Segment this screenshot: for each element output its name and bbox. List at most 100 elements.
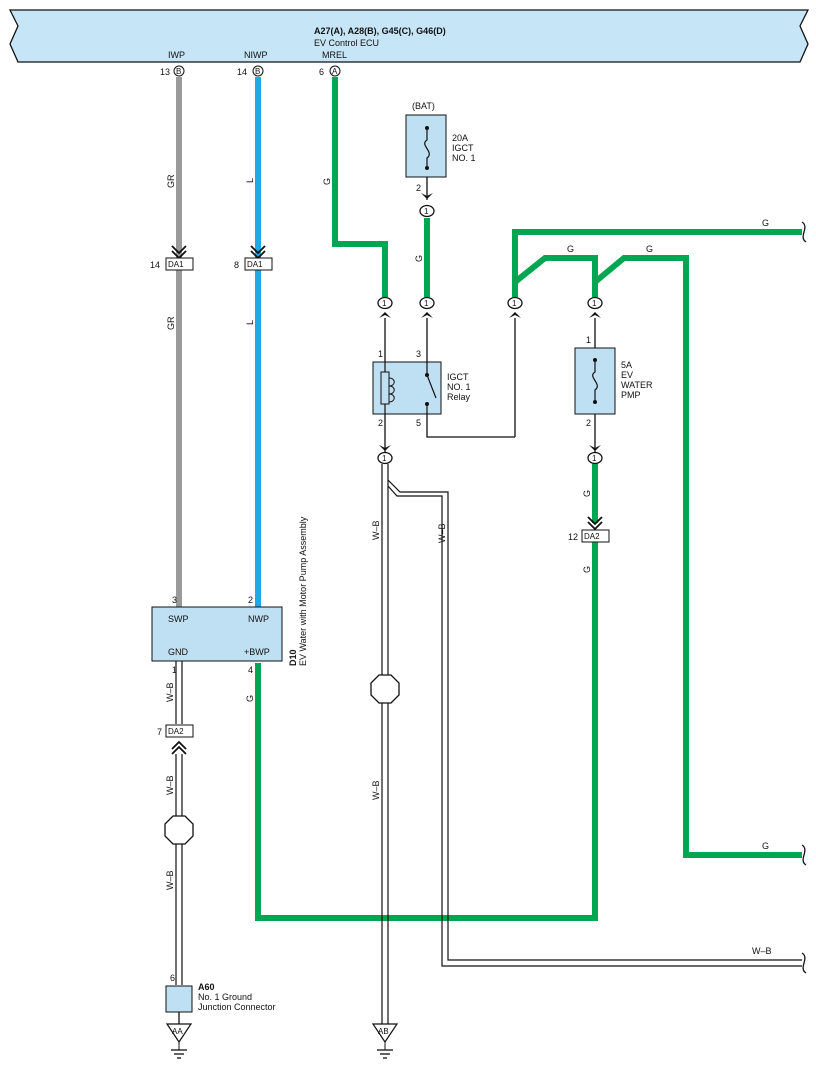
svg-text:2: 2 bbox=[586, 418, 591, 428]
svg-text:G: G bbox=[762, 841, 769, 851]
svg-text:5: 5 bbox=[416, 418, 421, 428]
ev-water-pump-assembly: 3 2 SWP NWP GND +BWP 1 4 D10 EV Water wi… bbox=[151, 516, 308, 675]
svg-text:W–B: W–B bbox=[371, 780, 381, 800]
svg-text:12: 12 bbox=[568, 532, 578, 542]
svg-text:A: A bbox=[332, 67, 338, 76]
wire-l: L L bbox=[245, 77, 261, 607]
svg-text:1: 1 bbox=[382, 454, 387, 463]
svg-text:1: 1 bbox=[586, 335, 591, 345]
svg-text:6: 6 bbox=[170, 973, 175, 983]
svg-text:EV Water with Motor Pump Assem: EV Water with Motor Pump Assembly bbox=[298, 516, 308, 666]
svg-text:4: 4 bbox=[248, 665, 253, 675]
svg-text:G: G bbox=[322, 178, 332, 185]
svg-text:G: G bbox=[245, 695, 255, 702]
svg-text:1: 1 bbox=[172, 665, 177, 675]
connector-da1: DA1 14 DA1 8 bbox=[150, 245, 273, 271]
ecu-pin-mrel: MREL 6 A bbox=[319, 50, 347, 77]
wire-wb-relay: W–B W–B W–B W–B bbox=[370, 464, 807, 1024]
wire-green-bus: G G G G bbox=[512, 218, 807, 866]
svg-text:W–B: W–B bbox=[752, 946, 772, 956]
svg-text:IWP: IWP bbox=[168, 50, 185, 60]
svg-text:DA2: DA2 bbox=[584, 532, 600, 541]
wire-mrel-green: G bbox=[322, 77, 388, 297]
ecu-pin-iwp: IWP 13 B bbox=[160, 50, 185, 77]
svg-text:2: 2 bbox=[248, 595, 253, 605]
svg-text:NO. 1: NO. 1 bbox=[447, 382, 471, 392]
ground-ab: AB bbox=[371, 1023, 399, 1059]
svg-text:PMP: PMP bbox=[621, 390, 641, 400]
svg-text:W–B: W–B bbox=[371, 520, 381, 540]
svg-text:NWP: NWP bbox=[248, 614, 269, 624]
svg-text:(BAT): (BAT) bbox=[412, 101, 435, 111]
svg-text:IGCT: IGCT bbox=[447, 372, 469, 382]
svg-text:14: 14 bbox=[237, 67, 247, 77]
svg-text:G: G bbox=[646, 244, 653, 254]
svg-text:G: G bbox=[582, 490, 592, 497]
svg-text:3: 3 bbox=[416, 349, 421, 359]
svg-text:1: 1 bbox=[378, 349, 383, 359]
svg-text:DA2: DA2 bbox=[168, 727, 184, 736]
svg-text:6: 6 bbox=[319, 67, 324, 77]
fuse-igct-20a: (BAT) 20A IGCT NO. 1 2 bbox=[405, 101, 476, 200]
svg-text:5A: 5A bbox=[621, 360, 632, 370]
svg-text:Junction Connector: Junction Connector bbox=[198, 1002, 276, 1012]
svg-text:20A: 20A bbox=[452, 133, 468, 143]
svg-text:DA1: DA1 bbox=[168, 260, 184, 269]
wire-green-pump-supply: G G G bbox=[245, 464, 598, 921]
svg-text:DA1: DA1 bbox=[247, 260, 263, 269]
svg-text:1: 1 bbox=[424, 299, 429, 308]
wire-gr: GR GR bbox=[166, 77, 182, 607]
svg-text:G: G bbox=[567, 244, 574, 254]
svg-text:14: 14 bbox=[150, 260, 160, 270]
ecu-name-label: EV Control ECU bbox=[314, 38, 379, 48]
fuse-ev-water-pmp: 1 2 5A EV WATER PMP 1 bbox=[574, 318, 653, 465]
svg-text:G: G bbox=[762, 218, 769, 228]
svg-text:2: 2 bbox=[378, 418, 383, 428]
svg-text:W–B: W–B bbox=[165, 682, 175, 702]
svg-text:NO. 1: NO. 1 bbox=[452, 153, 476, 163]
ground-junction-connector-a60: 6 A60 No. 1 Ground Junction Connector bbox=[165, 973, 276, 1024]
svg-text:EV: EV bbox=[621, 370, 633, 380]
connector-da2-right: DA2 12 bbox=[568, 516, 610, 543]
svg-text:1: 1 bbox=[592, 299, 597, 308]
ev-control-ecu: A27(A), A28(B), G45(C), G46(D) EV Contro… bbox=[8, 9, 810, 63]
wire-wb-pump-gnd: W–B DA2 7 W–B W–B bbox=[157, 661, 194, 985]
svg-text:1: 1 bbox=[592, 454, 597, 463]
svg-text:AB: AB bbox=[378, 1027, 389, 1036]
svg-text:2: 2 bbox=[416, 183, 421, 193]
svg-text:8: 8 bbox=[234, 260, 239, 270]
svg-text:WATER: WATER bbox=[621, 380, 653, 390]
svg-text:7: 7 bbox=[157, 727, 162, 737]
svg-text:AA: AA bbox=[172, 1027, 183, 1036]
svg-text:+BWP: +BWP bbox=[244, 647, 270, 657]
svg-text:B: B bbox=[255, 67, 260, 76]
svg-text:L: L bbox=[245, 320, 255, 325]
svg-text:G: G bbox=[582, 566, 592, 573]
svg-text:3: 3 bbox=[172, 595, 177, 605]
svg-text:W–B: W–B bbox=[165, 775, 175, 795]
svg-text:B: B bbox=[176, 67, 181, 76]
ecu-pin-niwp: NIWP 14 B bbox=[237, 50, 268, 77]
svg-text:13: 13 bbox=[160, 67, 170, 77]
svg-text:MREL: MREL bbox=[322, 50, 347, 60]
svg-text:A60: A60 bbox=[198, 982, 215, 992]
svg-text:Relay: Relay bbox=[447, 392, 471, 402]
svg-text:GND: GND bbox=[168, 647, 189, 657]
svg-text:SWP: SWP bbox=[168, 614, 189, 624]
svg-text:1: 1 bbox=[382, 299, 387, 308]
svg-text:NIWP: NIWP bbox=[244, 50, 268, 60]
ground-aa: AA bbox=[165, 1023, 193, 1059]
junction-fuse: 1 bbox=[419, 204, 435, 218]
svg-text:D10: D10 bbox=[288, 649, 298, 666]
svg-text:G: G bbox=[414, 255, 424, 262]
svg-text:No. 1 Ground: No. 1 Ground bbox=[198, 992, 252, 1002]
svg-text:L: L bbox=[245, 178, 255, 183]
svg-text:W–B: W–B bbox=[437, 523, 447, 543]
relay-igct: 1 3 2 5 IGCT NO. 1 Relay 1 bbox=[372, 318, 516, 465]
svg-text:1: 1 bbox=[424, 207, 429, 216]
wire-fuse-relay-green: G bbox=[414, 218, 430, 297]
svg-text:W–B: W–B bbox=[165, 870, 175, 890]
junction-row: 1 1 1 1 bbox=[377, 296, 603, 318]
svg-text:GR: GR bbox=[166, 174, 176, 188]
ecu-connectors-label: A27(A), A28(B), G45(C), G46(D) bbox=[314, 26, 446, 36]
